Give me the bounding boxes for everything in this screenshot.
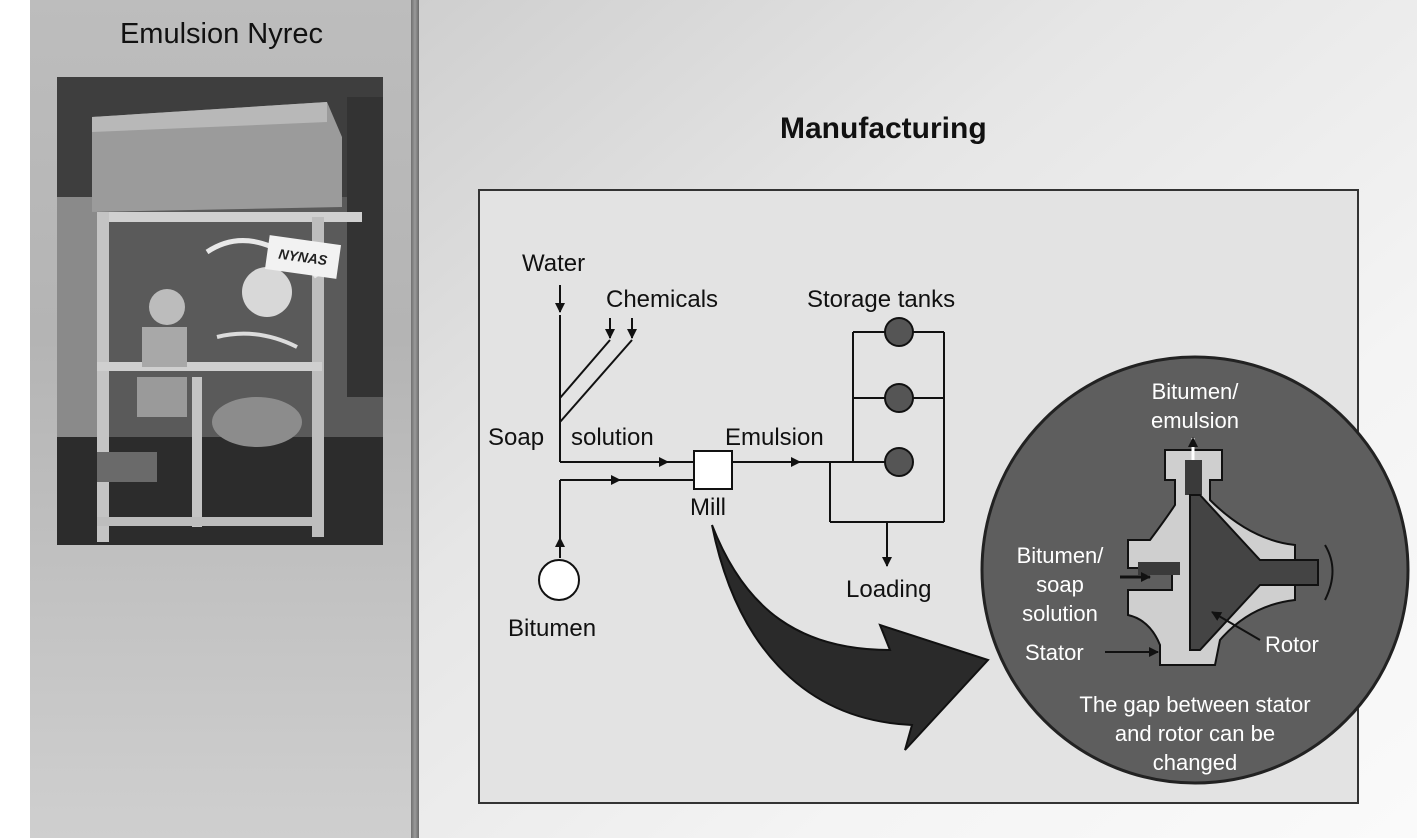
- inlet-label-line-1: Bitumen/: [1016, 543, 1104, 568]
- mill-box: [693, 450, 733, 490]
- zoom-arrow: [711, 524, 990, 751]
- gap-note: The gap between stator and rotor can be …: [1040, 690, 1350, 777]
- storage-tanks-label: Storage tanks: [807, 286, 956, 313]
- gap-note-line-1: The gap between stator: [1079, 692, 1311, 717]
- soap-label: Soap: [488, 424, 545, 451]
- loading-label: Loading: [846, 576, 932, 603]
- emulsion-label: Emulsion: [725, 424, 824, 451]
- bitumen-tank: [538, 559, 580, 601]
- outlet-label: Bitumen/ emulsion: [1130, 377, 1260, 435]
- outlet-label-line-1: Bitumen/: [1151, 379, 1239, 404]
- inlet-label: Bitumen/ soap solution: [1000, 541, 1120, 628]
- left-title: Emulsion Nyrec: [119, 18, 324, 50]
- gap-note-line-3: changed: [1152, 750, 1238, 775]
- rotation-symbol: [1324, 544, 1334, 601]
- storage-tank-3: [884, 447, 914, 477]
- inlet-label-line-2: soap: [1036, 572, 1084, 597]
- storage-tank-1: [884, 317, 914, 347]
- chemical-pipe-2: [559, 339, 633, 423]
- chemicals-label: Chemicals: [606, 286, 719, 313]
- stator-label: Stator: [1025, 640, 1084, 665]
- bitumen-label: Bitumen: [508, 615, 597, 642]
- storage-tank-2: [884, 383, 914, 413]
- water-label: Water: [522, 250, 586, 277]
- rotor-pointer: [1211, 611, 1261, 641]
- panel-divider: [411, 0, 419, 838]
- rotor-body: [1189, 494, 1319, 651]
- solution-label: solution: [571, 424, 654, 451]
- gap-note-line-2: and rotor can be: [1114, 721, 1276, 746]
- rotor-label: Rotor: [1265, 632, 1319, 657]
- machine-photo: NYNAS: [57, 77, 383, 545]
- chemical-pipe-1: [559, 339, 611, 399]
- stator-channel: [1138, 460, 1202, 575]
- mill-label: Mill: [690, 494, 726, 521]
- inlet-label-line-3: solution: [1022, 601, 1098, 626]
- manufacturing-title: Manufacturing: [780, 112, 987, 145]
- outlet-label-line-2: emulsion: [1150, 408, 1240, 433]
